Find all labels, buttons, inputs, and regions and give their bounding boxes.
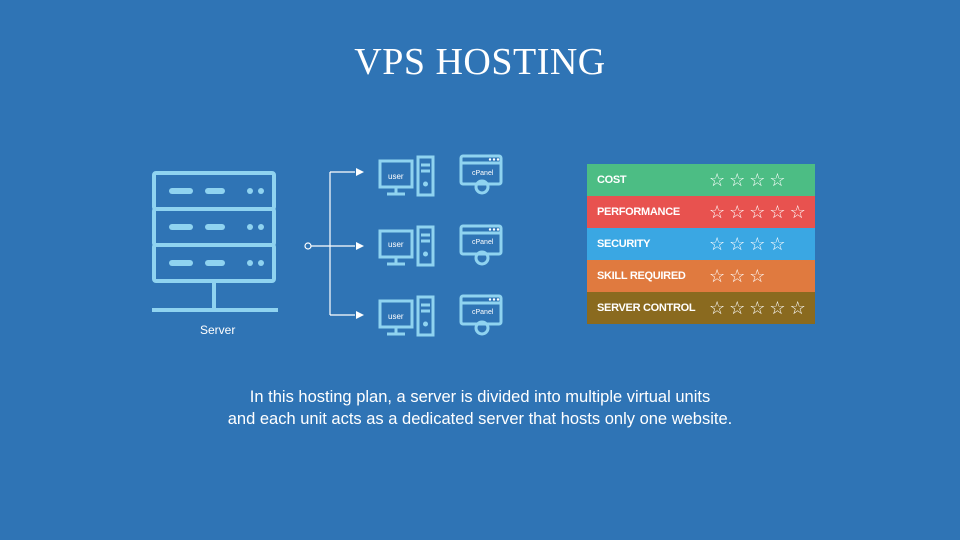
outline-star-icon: ☆ bbox=[709, 202, 726, 222]
caption-line-1: In this hosting plan, a server is divide… bbox=[249, 388, 711, 406]
user-label: user bbox=[388, 312, 404, 321]
caption: In this hosting plan, a server is divide… bbox=[0, 386, 960, 430]
rating-table: COST☆☆☆☆PERFORMANCE☆☆☆☆☆SECURITY☆☆☆☆SKIL… bbox=[587, 164, 815, 324]
page-title: VPS HOSTING bbox=[354, 41, 606, 83]
outline-star-icon: ☆ bbox=[749, 298, 766, 318]
outline-star-icon: ☆ bbox=[749, 170, 766, 190]
cpanel-label: cPanel bbox=[472, 239, 494, 246]
outline-star-icon: ☆ bbox=[709, 298, 726, 318]
outline-star-icon: ☆ bbox=[789, 298, 806, 318]
outline-star-icon: ☆ bbox=[729, 234, 746, 254]
star-rating: ☆☆☆☆☆ bbox=[709, 299, 806, 317]
cpanel-icon: cPanel bbox=[459, 294, 503, 336]
rating-label: PERFORMANCE bbox=[597, 206, 680, 218]
star-rating: ☆☆☆☆☆ bbox=[709, 203, 806, 221]
rating-label: SECURITY bbox=[597, 238, 651, 250]
cpanel-icon: cPanel bbox=[459, 224, 503, 266]
arrow-heads bbox=[356, 168, 364, 319]
outline-star-icon: ☆ bbox=[729, 266, 746, 286]
cpanel-icon: cPanel bbox=[459, 154, 503, 195]
connector-lines bbox=[304, 171, 355, 316]
user-label: user bbox=[388, 172, 404, 181]
server-icon bbox=[152, 171, 278, 312]
outline-star-icon: ☆ bbox=[729, 202, 746, 222]
outline-star-icon: ☆ bbox=[709, 170, 726, 190]
cpanel-label: cPanel bbox=[472, 170, 494, 177]
rating-label: COST bbox=[597, 174, 627, 186]
rating-label: SKILL REQUIRED bbox=[597, 270, 686, 282]
outline-star-icon: ☆ bbox=[729, 298, 746, 318]
caption-line-2: and each unit acts as a dedicated server… bbox=[227, 410, 733, 428]
rating-row: SERVER CONTROL☆☆☆☆☆ bbox=[587, 292, 815, 324]
star-rating: ☆☆☆☆ bbox=[709, 235, 786, 253]
rating-row: PERFORMANCE☆☆☆☆☆ bbox=[587, 196, 815, 228]
outline-star-icon: ☆ bbox=[769, 202, 786, 222]
outline-star-icon: ☆ bbox=[749, 234, 766, 254]
outline-star-icon: ☆ bbox=[769, 170, 786, 190]
rating-label: SERVER CONTROL bbox=[597, 302, 696, 314]
outline-star-icon: ☆ bbox=[729, 170, 746, 190]
user-label: user bbox=[388, 240, 404, 249]
outline-star-icon: ☆ bbox=[749, 202, 766, 222]
user-pc-icon: user bbox=[378, 225, 435, 267]
outline-star-icon: ☆ bbox=[709, 234, 726, 254]
outline-star-icon: ☆ bbox=[769, 234, 786, 254]
outline-star-icon: ☆ bbox=[709, 266, 726, 286]
rating-row: COST☆☆☆☆ bbox=[587, 164, 815, 196]
cpanel-label: cPanel bbox=[472, 309, 494, 316]
server-label: Server bbox=[200, 323, 235, 337]
outline-star-icon: ☆ bbox=[769, 298, 786, 318]
user-pc-icon: user bbox=[378, 295, 435, 337]
rating-row: SKILL REQUIRED☆☆☆ bbox=[587, 260, 815, 292]
outline-star-icon: ☆ bbox=[789, 202, 806, 222]
star-rating: ☆☆☆ bbox=[709, 267, 765, 285]
outline-star-icon: ☆ bbox=[749, 266, 766, 286]
star-rating: ☆☆☆☆ bbox=[709, 171, 786, 189]
rating-row: SECURITY☆☆☆☆ bbox=[587, 228, 815, 260]
user-pc-icon: user bbox=[378, 155, 435, 197]
